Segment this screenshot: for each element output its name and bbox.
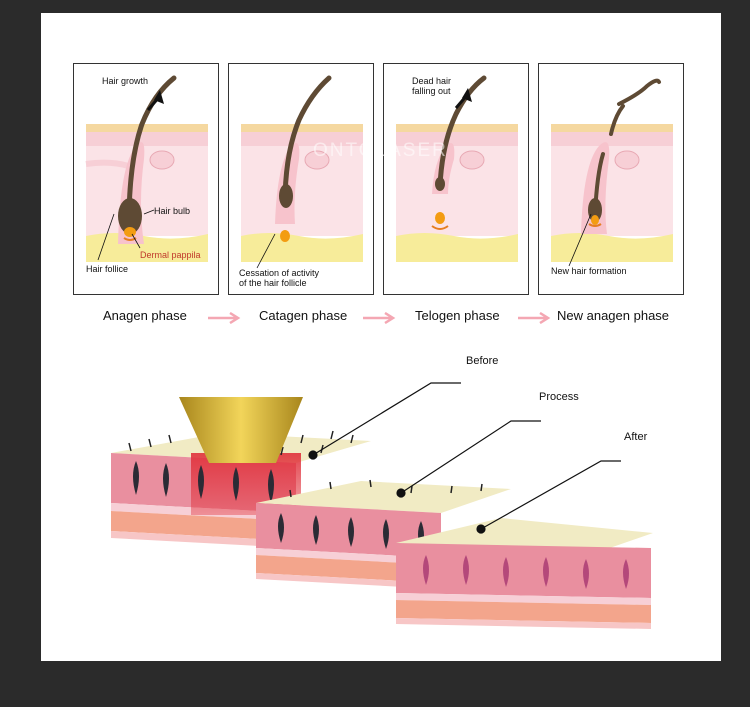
label-process: Process (539, 391, 579, 403)
phase-anagen: Anagen phase (103, 308, 187, 323)
label-hair-follicle: Hair follice (86, 264, 129, 274)
label-hair-bulb: Hair bulb (154, 206, 191, 216)
anagen-diagram (85, 75, 208, 262)
label-dermal-papilla: Dermal pappila (140, 250, 201, 260)
block-process (256, 479, 511, 589)
arrow-right-icon (208, 312, 241, 324)
label-cessation: Cessation of activity of the hair follic… (239, 268, 320, 288)
panel-new-anagen: New hair formation (538, 63, 684, 295)
laser-treatment-diagram (111, 382, 653, 629)
panel-anagen: Hair growth Hair bulb Dermal pappila Hai… (73, 63, 219, 295)
phase-new-anagen: New anagen phase (557, 308, 670, 323)
panel-telogen: Dead hair falling out (383, 63, 529, 295)
watermark: ONTOLASER (313, 140, 448, 161)
phase-row: Anagen phase Catagen phase Telogen phase… (41, 308, 721, 330)
label-before: Before (466, 355, 499, 367)
phase-telogen: Telogen phase (415, 308, 500, 323)
block-after (396, 518, 653, 629)
block-before (111, 397, 371, 548)
illustration-canvas: Hair growth Hair bulb Dermal pappila Hai… (41, 13, 721, 661)
label-new-hair: New hair formation (551, 266, 627, 276)
catagen-diagram (241, 75, 363, 269)
new-anagen-diagram (551, 78, 673, 267)
panel-catagen: Cessation of activity of the hair follic… (228, 63, 374, 295)
arrow-right-icon (518, 312, 551, 324)
phase-catagen: Catagen phase (259, 308, 348, 323)
label-dead-hair: Dead hair falling out (412, 76, 452, 96)
label-after: After (624, 431, 648, 443)
telogen-diagram (396, 75, 518, 262)
label-hair-growth: Hair growth (102, 76, 149, 86)
arrow-right-icon (363, 312, 396, 324)
